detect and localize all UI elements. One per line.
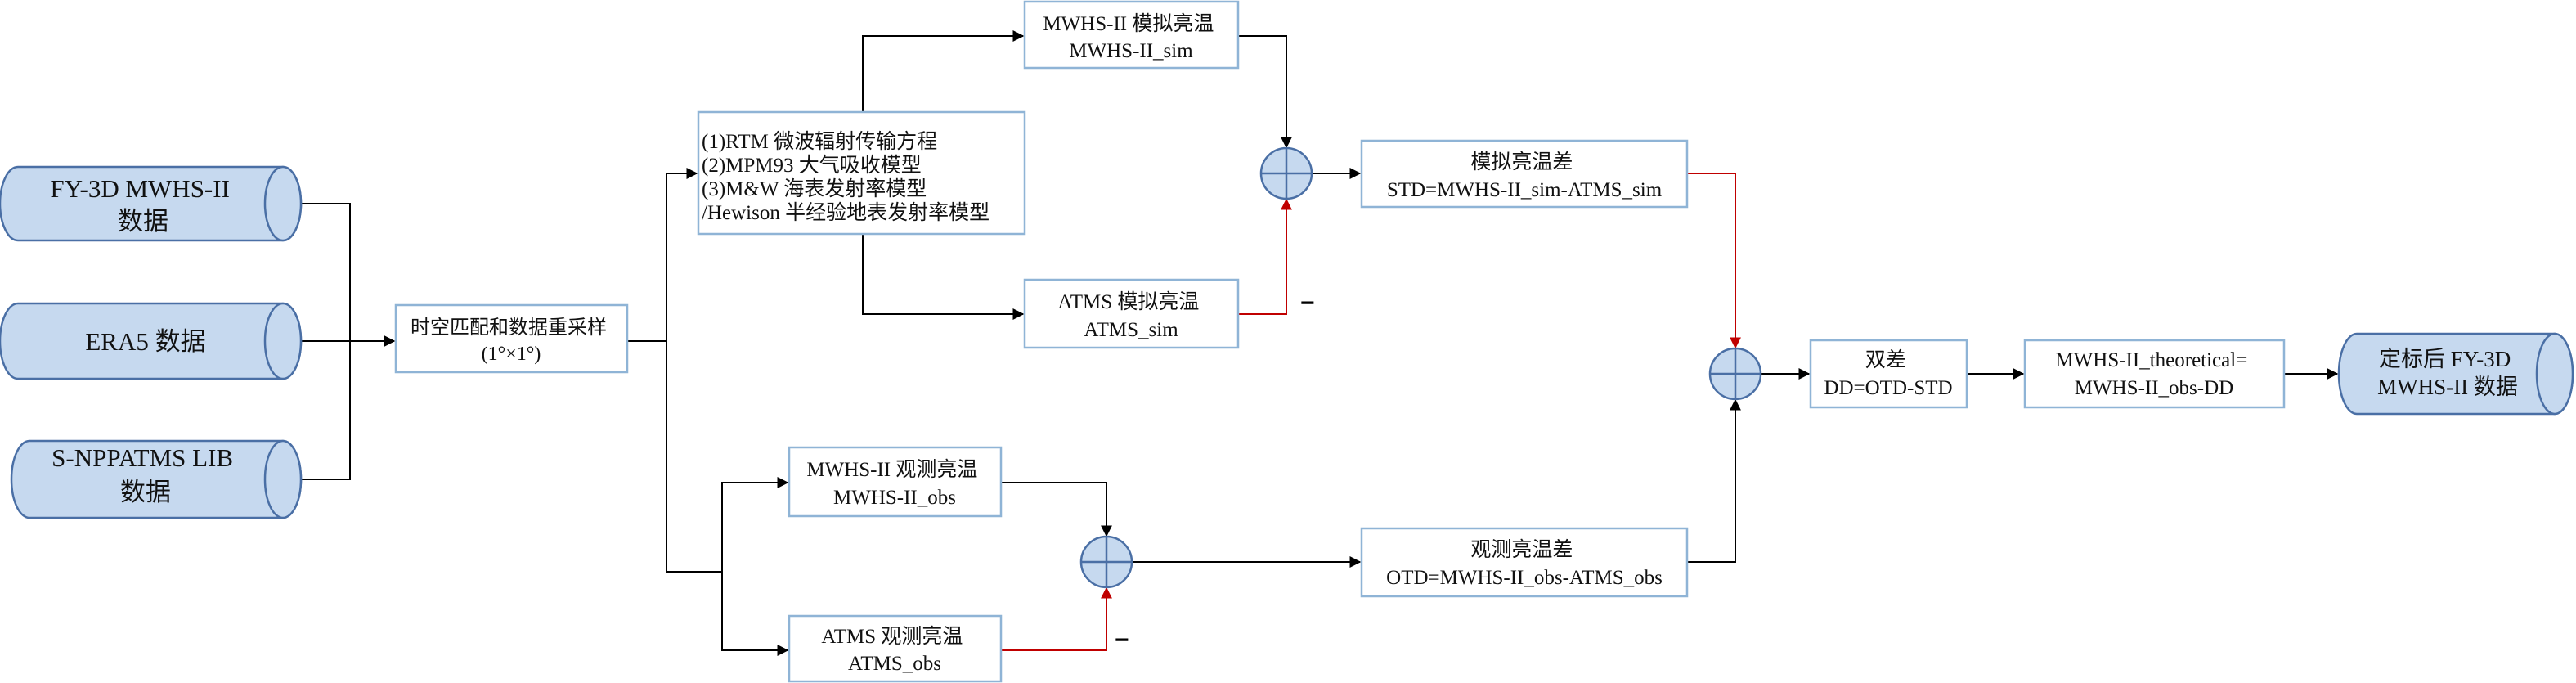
- box-models-line4: /Hewison 半经验地表发射率模型: [702, 201, 990, 224]
- svg-text:双差 DD=OTD-STD: 双差 DD=OTD-STD: [1824, 348, 1952, 399]
- box-models-line2: (2)MPM93 大气吸收模型: [702, 154, 922, 177]
- box-theoretical-line1: MWHS-II_theoretical=: [2055, 349, 2247, 371]
- minus-sign-obs: −: [1115, 627, 1129, 654]
- output-calibrated-cylinder: 定标后 FY-3D MWHS-II 数据: [2337, 332, 2574, 416]
- connectors: [301, 30, 2339, 656]
- input-snpp-line1: S-NPPATMS LIB: [52, 443, 233, 472]
- arrow-atms-sim-to-sum: [1238, 198, 1292, 315]
- input-fy3d-cylinder: FY-3D MWHS-II 数据: [0, 165, 303, 242]
- connector-snpp-to-merge: [301, 344, 351, 480]
- output-calibrated-line1: 定标后 FY-3D: [2379, 347, 2511, 371]
- box-atms-sim-line1: ATMS 模拟亮温: [1057, 290, 1199, 313]
- box-mwhs-obs-line1: MWHS-II 观测亮温: [806, 458, 977, 481]
- svg-text:(1)RTM 微波辐射传输方程 (2)MPM93: (1)RTM 微波辐射传输方程 (2)MPM93 大气吸收模型 (3)M&W 海…: [702, 130, 990, 224]
- svg-text:观测亮温差 OTD=MWHS-II_obs-AT: 观测亮温差 OTD=MWHS-II_obs-ATMS_obs: [1386, 538, 1663, 589]
- connector-fy3d-to-merge: [301, 203, 351, 344]
- output-calibrated-label: 定标后 FY-3D MWHS-II 数据: [2377, 347, 2518, 399]
- input-snpp-cylinder: S-NPPATMS LIB 数据: [10, 439, 303, 519]
- box-mwhs-sim: MWHS-II 模拟亮温 MWHS-II_sim: [1023, 0, 1240, 70]
- box-atms-obs-line1: ATMS 观测亮温: [821, 625, 963, 648]
- box-models: (1)RTM 微波辐射传输方程 (2)MPM93 大气吸收模型 (3)M&W 海…: [697, 110, 1026, 236]
- sum-junction-sim: [1259, 146, 1313, 200]
- input-fy3d-label: FY-3D MWHS-II 数据: [50, 174, 236, 236]
- box-theoretical: MWHS-II_theoretical= MWHS-II_obs-DD: [2023, 339, 2286, 409]
- arrow-std-to-sum: [1687, 173, 1741, 349]
- box-dd-line1: 双差: [1865, 348, 1906, 371]
- box-atms-obs-line2: ATMS_obs: [848, 653, 941, 675]
- output-calibrated-line2: MWHS-II 数据: [2377, 375, 2518, 399]
- box-std: 模拟亮温差 STD=MWHS-II_sim-ATMS_sim: [1360, 139, 1689, 209]
- box-matching-line1: 时空匹配和数据重采样: [411, 317, 607, 339]
- svg-text:ATMS 观测亮温 ATMS_obs: ATMS 观测亮温 ATMS_obs: [821, 625, 967, 675]
- box-dd-line2: DD=OTD-STD: [1824, 377, 1952, 399]
- connector-matching-to-obs: [666, 341, 722, 573]
- arrow-otd-to-sum: [1687, 398, 1741, 563]
- box-matching-line2: (1°×1°): [482, 344, 541, 365]
- svg-text:MWHS-II 模拟亮温 MWHS-II_sim: MWHS-II 模拟亮温 MWHS-II_sim: [1043, 12, 1218, 62]
- input-fy3d-line1: FY-3D MWHS-II: [50, 174, 230, 203]
- box-mwhs-obs-line2: MWHS-II_obs: [833, 487, 956, 509]
- arrow-models-to-atms-sim: [862, 234, 1025, 320]
- arrow-to-atms-obs: [721, 572, 789, 656]
- arrow-to-mwhs-obs: [721, 477, 789, 572]
- box-models-line1: (1)RTM 微波辐射传输方程: [702, 130, 937, 153]
- input-fy3d-line2: 数据: [118, 207, 168, 236]
- sum-junction-obs: [1079, 535, 1133, 589]
- arrow-mwhs-sim-to-sum: [1238, 35, 1292, 149]
- box-atms-sim: ATMS 模拟亮温 ATMS_sim: [1023, 278, 1240, 349]
- box-otd-line2: OTD=MWHS-II_obs-ATMS_obs: [1386, 567, 1663, 589]
- box-models-line3: (3)M&W 海表发射率模型: [702, 177, 927, 200]
- sum-junction-dd: [1708, 347, 1762, 401]
- box-atms-sim-line2: ATMS_sim: [1084, 319, 1178, 341]
- minus-sign-sim: −: [1300, 290, 1315, 317]
- box-matching: 时空匹配和数据重采样 (1°×1°): [394, 303, 629, 374]
- svg-text:MWHS-II 观测亮温 MWHS-II_obs: MWHS-II 观测亮温 MWHS-II_obs: [806, 458, 982, 509]
- arrow-models-to-mwhs-sim: [862, 30, 1025, 112]
- box-mwhs-sim-line1: MWHS-II 模拟亮温: [1043, 12, 1214, 35]
- input-era5-label: ERA5 数据: [85, 327, 205, 356]
- input-snpp-label: S-NPPATMS LIB 数据: [52, 443, 240, 506]
- arrow-mwhs-obs-to-sum: [1001, 482, 1112, 537]
- box-otd: 观测亮温差 OTD=MWHS-II_obs-ATMS_obs: [1360, 527, 1689, 598]
- arrow-matching-to-models: [666, 168, 698, 341]
- input-era5-cylinder: ERA5 数据: [0, 302, 303, 380]
- box-dd: 双差 DD=OTD-STD: [1809, 339, 1968, 409]
- box-otd-line1: 观测亮温差: [1470, 538, 1573, 561]
- arrow-atms-obs-to-sum: [1001, 586, 1112, 651]
- svg-text:时空匹配和数据重采样 (1°×1°): 时空匹配和数据重采样 (1°×1°): [411, 317, 612, 365]
- svg-text:ATMS 模拟亮温 ATMS_sim: ATMS 模拟亮温 ATMS_sim: [1057, 290, 1204, 341]
- svg-text:MWHS-II_theoretical= MWH: MWHS-II_theoretical= MWHS-II_obs-DD: [2055, 349, 2252, 399]
- box-atms-obs: ATMS 观测亮温 ATMS_obs: [788, 614, 1003, 683]
- box-mwhs-sim-line2: MWHS-II_sim: [1069, 40, 1193, 62]
- box-std-line1: 模拟亮温差: [1470, 151, 1573, 173]
- input-snpp-line2: 数据: [120, 478, 171, 506]
- svg-text:模拟亮温差 STD=MWHS-II_sim-AT: 模拟亮温差 STD=MWHS-II_sim-ATMS_sim: [1387, 151, 1663, 201]
- box-mwhs-obs: MWHS-II 观测亮温 MWHS-II_obs: [788, 446, 1003, 518]
- box-theoretical-line2: MWHS-II_obs-DD: [2075, 377, 2233, 399]
- box-std-line2: STD=MWHS-II_sim-ATMS_sim: [1387, 179, 1663, 201]
